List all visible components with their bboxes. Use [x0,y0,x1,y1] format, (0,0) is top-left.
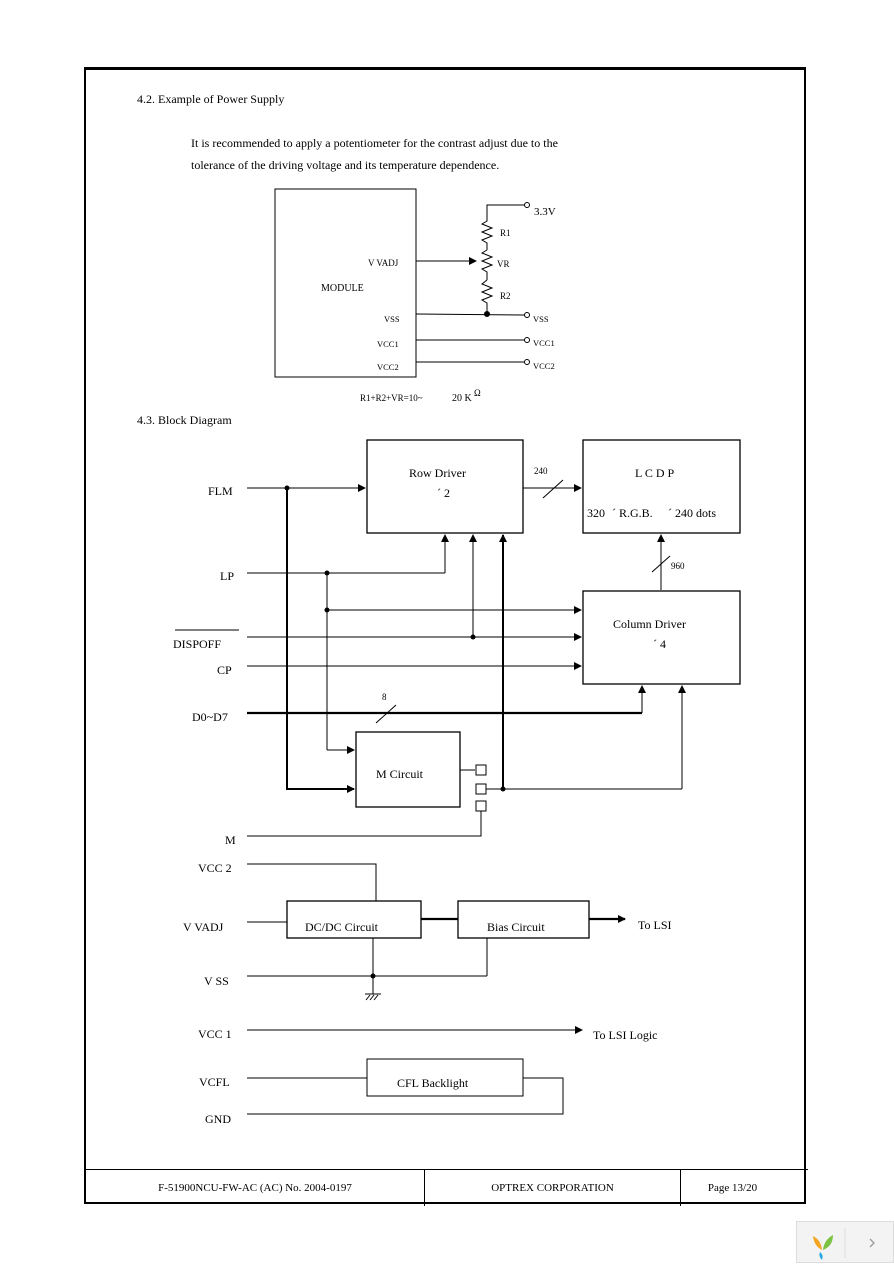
input-cp-label: CP [217,663,232,677]
section-title-block-diagram: 4.3. Block Diagram [137,413,232,427]
lcd-resolution-c: ´ 240 dots [668,506,716,520]
input-vss-label: V SS [204,974,229,988]
lcd-resolution-a: 320 [587,506,605,520]
section-title-power-supply: 4.2. Example of Power Supply [137,92,285,106]
input-vcfl-label: VCFL [199,1075,230,1089]
input-m-label: M [225,833,236,847]
module-pin-vss: VSS [384,314,400,324]
footer-divider [424,1170,425,1206]
footer-doc-number: F-51900NCU-FW-AC (AC) No. 2004-0197 [158,1182,352,1194]
row-bus-label: 240 [534,466,548,476]
footer-divider [680,1170,681,1206]
module-pin-vcc1: VCC1 [377,339,399,349]
resistance-formula: R1+R2+VR=10~ [360,393,423,403]
output-to-lsi-logic-label: To LSI Logic [593,1028,657,1042]
lcd-resolution-b: ´ R.G.B. [612,506,653,520]
module-pin-vadj: V VADJ [368,258,399,268]
power-supply-note-line-2: tolerance of the driving voltage and its… [191,158,500,172]
input-d0-d7-label: D0~D7 [192,710,228,724]
row-driver-block [366,439,524,534]
input-vcc1-label: VCC 1 [198,1027,232,1041]
output-to-lsi-label: To LSI [638,918,672,932]
column-driver-label: Column Driver [613,617,686,631]
column-driver-count: ´ 4 [653,637,666,651]
cfl-backlight-label: CFL Backlight [397,1076,469,1090]
module-pin-vcc2: VCC2 [377,362,399,372]
bias-circuit-label: Bias Circuit [487,920,545,934]
footer-company: OPTREX CORPORATION [491,1182,614,1194]
r1-label: R1 [500,228,511,238]
power-supply-note-line-1: It is recommended to apply a potentiomet… [191,136,558,150]
data-bus-label: 8 [382,692,387,702]
viewer-corner-widget[interactable] [796,1221,894,1263]
page-frame [84,67,806,1204]
viewer-logo-icon [813,1228,846,1260]
input-vadj-label: V VADJ [183,920,224,934]
row-driver-count: ´ 2 [437,486,450,500]
r2-label: R2 [500,291,511,301]
resistance-value: 20 K [452,393,473,404]
module-label: MODULE [321,283,364,294]
terminal-vss-label: VSS [533,314,549,324]
m-circuit-label: M Circuit [376,767,424,781]
terminal-vcc1-label: VCC1 [533,338,555,348]
row-driver-label: Row Driver [409,466,466,480]
footer-page-number: Page 13/20 [707,1182,758,1194]
supply-3v3-label: 3.3V [534,206,556,218]
chevron-right-icon[interactable] [797,1222,894,1264]
input-lp-label: LP [220,569,234,583]
input-dispoff-label: DISPOFF [173,637,221,651]
lcd-panel-label: L C D P [635,466,675,480]
input-flm-label: FLM [208,484,233,498]
vr-label: VR [497,259,510,269]
input-vcc2-label: VCC 2 [198,861,232,875]
input-gnd-label: GND [205,1112,231,1126]
page-footer: F-51900NCU-FW-AC (AC) No. 2004-0197 OPTR… [86,1169,808,1206]
lcd-panel-block [582,439,741,534]
column-bus-label: 960 [671,561,685,571]
module-box [274,188,417,378]
terminal-vcc2-label: VCC2 [533,361,555,371]
dcdc-circuit-label: DC/DC Circuit [305,920,379,934]
ohm-symbol: Ω [474,388,481,398]
column-driver-block [582,590,741,685]
